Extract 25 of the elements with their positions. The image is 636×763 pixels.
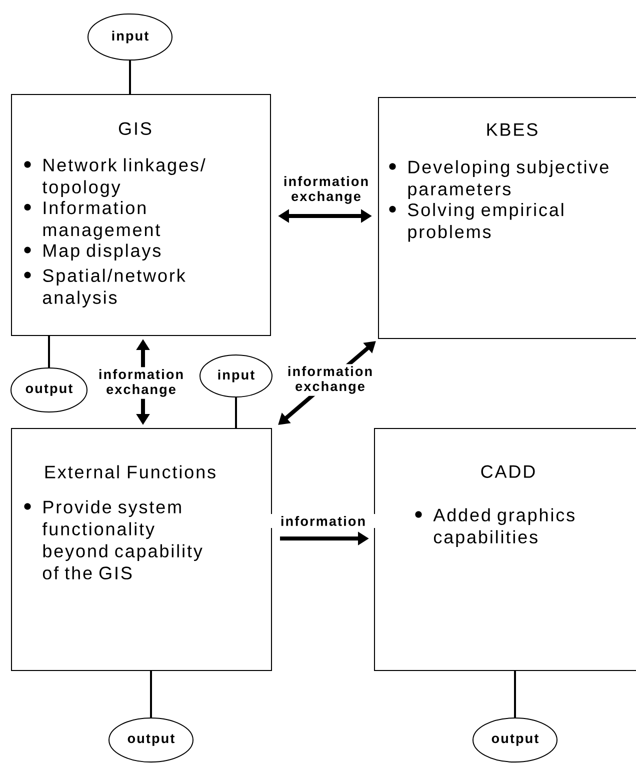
bullet-item: Information management [43, 200, 160, 240]
edge-label: information exchange [288, 366, 372, 394]
connector-line [235, 398, 237, 428]
process-box [374, 428, 636, 671]
process-box [11, 428, 272, 671]
box-heading: KBES [487, 123, 538, 136]
connector-line [48, 336, 50, 368]
box-heading: CADD [481, 465, 535, 478]
edge-label: information exchange [99, 369, 183, 397]
box-heading: External Functions [45, 465, 216, 478]
box-heading: GIS [118, 122, 152, 135]
bullet-item: Provide system functionality beyond capability of the GIS [42, 500, 202, 580]
bullet-item: Spatial/network analysis [42, 268, 186, 308]
bullet-item: Developing subjective parameters [408, 160, 608, 199]
bullet-item: Network linkages/ topology [42, 158, 206, 197]
edge-label: information [281, 516, 365, 526]
connector-line [150, 671, 152, 718]
bullet-item: Map displays [44, 244, 161, 261]
edge-label: information exchange [284, 176, 368, 204]
connector-line [129, 60, 131, 94]
bullet-item: Solving empirical problems [408, 202, 564, 242]
process-box [378, 97, 636, 339]
bullet-item: Added graphics capabilities [433, 508, 574, 547]
connector-line [514, 671, 516, 718]
process-box [11, 94, 271, 336]
